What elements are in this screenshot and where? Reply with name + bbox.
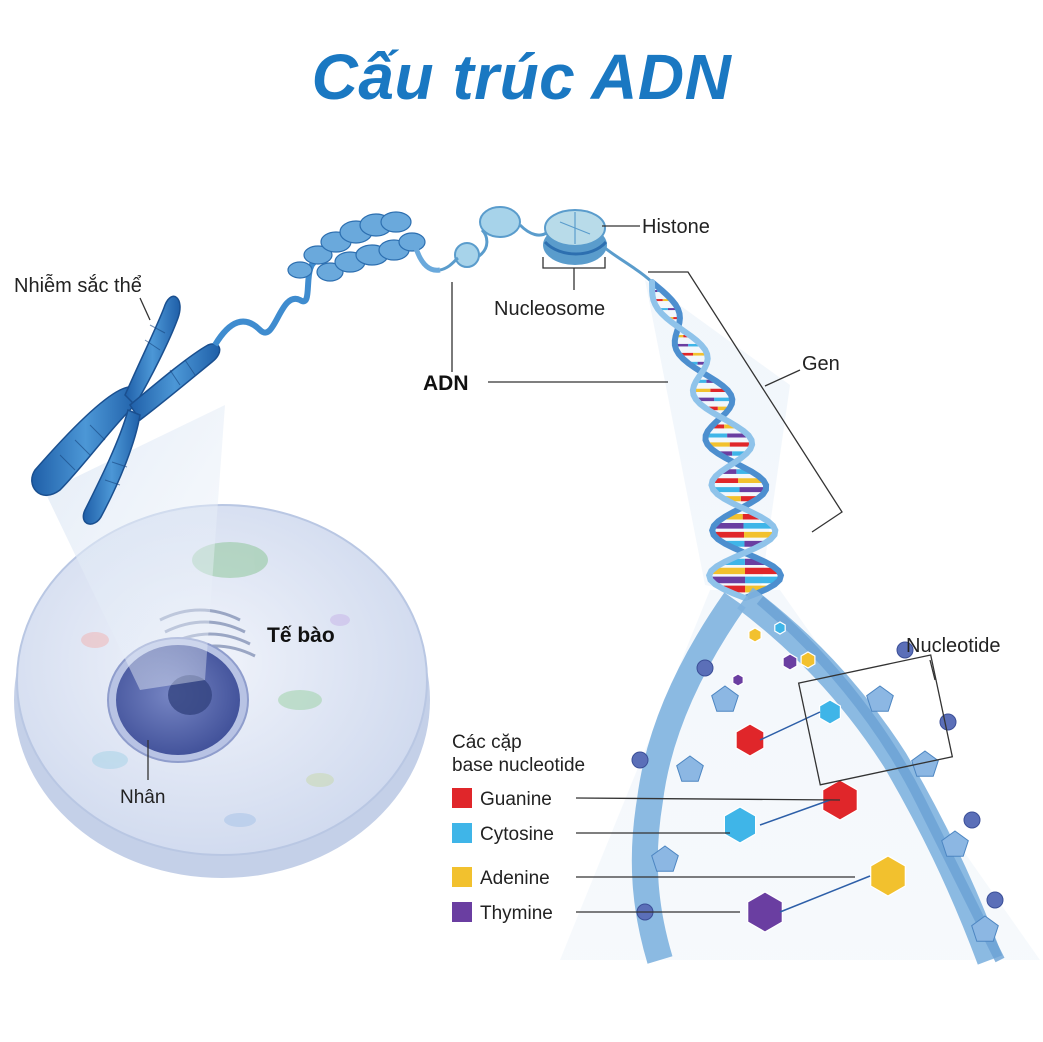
nucleosome-small (454, 242, 480, 268)
closeup-base-thymine (782, 653, 798, 671)
helix-strand-b (649, 279, 779, 601)
phosphate-bead (939, 713, 957, 731)
nucleosome-medium (479, 206, 521, 238)
phosphate-bead (896, 641, 914, 659)
base-pair-legend: Các cặp base nucleotide GuanineCytosineA… (452, 732, 585, 924)
phosphate-bead (696, 659, 714, 677)
closeup-base-adenine (748, 627, 762, 643)
label-adn: ADN (423, 372, 469, 395)
legend-label-adenine: Adenine (480, 868, 550, 889)
phosphate-bead (963, 811, 981, 829)
legend-label-cytosine: Cytosine (480, 824, 554, 845)
hydrogen-bond (779, 875, 871, 913)
nucleosome-large (543, 209, 608, 265)
legend-label-thymine: Thymine (480, 903, 553, 924)
closeup-base-cytosine (774, 621, 786, 635)
label-nucleotide: Nucleotide (906, 635, 1001, 657)
helix-strand-a (649, 279, 785, 601)
sugar-pentagon (941, 830, 969, 857)
legend-swatch-adenine (452, 867, 472, 887)
sugar-pentagon (676, 755, 704, 782)
sugar-pentagon (866, 685, 894, 712)
legend-swatch-cytosine (452, 823, 472, 843)
label-nucleosome: Nucleosome (494, 298, 605, 320)
solenoid-coil (287, 211, 426, 282)
label-histone: Histone (642, 216, 710, 238)
phosphate-bead (631, 751, 649, 769)
sugar-pentagon (651, 845, 679, 872)
sugar-pentagon (971, 915, 999, 942)
legend-swatch-guanine (452, 788, 472, 808)
legend-heading-line1: Các cặp (452, 732, 522, 753)
sugar-pentagon (911, 750, 939, 777)
label-cell: Tế bào (267, 624, 335, 647)
cell-illustration (14, 504, 430, 878)
label-chromosome: Nhiễm sắc thể (14, 274, 142, 297)
legend-heading-line2: base nucleotide (452, 755, 585, 776)
closeup-base-adenine (800, 651, 816, 669)
hydrogen-bond (759, 711, 821, 741)
label-gene: Gen (802, 353, 840, 375)
dna-double-helix (649, 279, 785, 601)
closeup-base-adenine (870, 855, 906, 897)
diagram-labels: Nhiễm sắc thể Histone Nucleosome ADN Gen… (14, 216, 1001, 808)
dna-closeup (631, 587, 1005, 965)
zoom-beam (45, 405, 225, 690)
hydrogen-bond (759, 799, 831, 826)
chromosome-illustration (31, 295, 221, 525)
closeup-base-cytosine (818, 699, 842, 725)
nucleolus (168, 675, 212, 715)
legend-label-guanine: Guanine (480, 789, 552, 810)
page-title: Cấu trúc ADN (311, 41, 732, 113)
closeup-base-cytosine (723, 806, 757, 844)
chromatin-fiber (212, 206, 657, 347)
closeup-base-guanine (735, 723, 765, 757)
closeup-base-thymine (747, 891, 783, 933)
sugar-pentagon (711, 685, 739, 712)
label-nucleus: Nhân (120, 787, 165, 808)
closeup-base-thymine (732, 673, 744, 687)
legend-swatch-thymine (452, 902, 472, 922)
phosphate-bead (986, 891, 1004, 909)
leader-lines (139, 225, 954, 913)
